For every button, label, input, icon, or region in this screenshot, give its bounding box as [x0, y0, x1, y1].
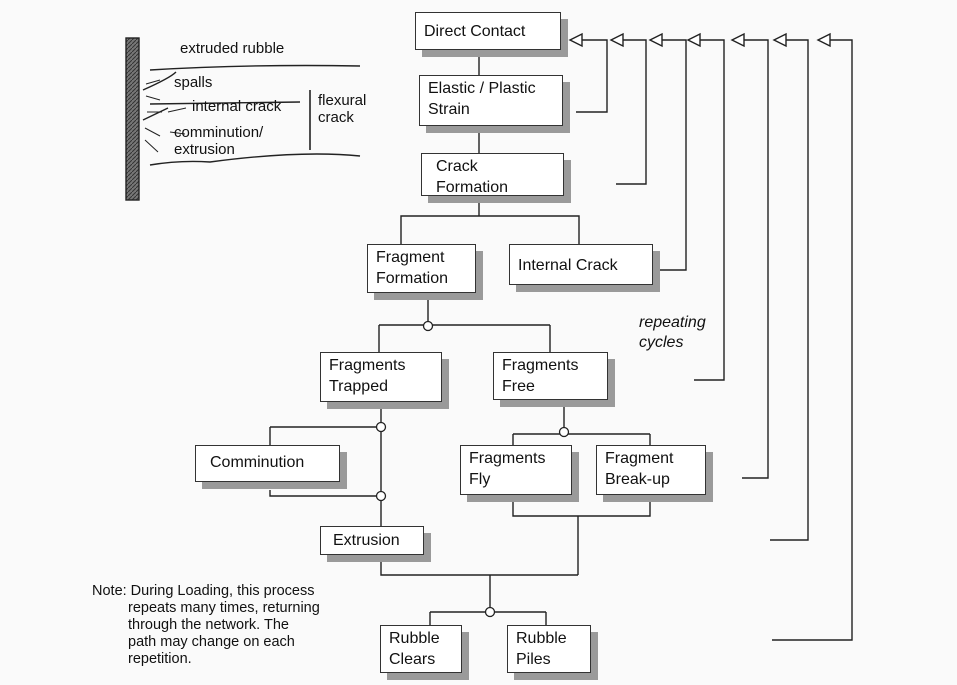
- box-direct-contact: Direct Contact: [415, 12, 561, 50]
- junction-node: [375, 421, 387, 433]
- label-comminution-extrusion: comminution/ extrusion: [174, 124, 264, 158]
- box-fragments-trapped: Fragments Trapped: [320, 352, 442, 402]
- label-flexural-crack: flexural crack: [318, 92, 367, 126]
- junction-node: [484, 606, 496, 618]
- box-rubble-clears: Rubble Clears: [380, 625, 462, 673]
- return-path-4: [694, 39, 725, 381]
- return-path-5: [742, 39, 769, 479]
- return-path-7: [772, 39, 853, 641]
- junction-node: [558, 426, 570, 438]
- box-internal-crack: Internal Crack: [509, 244, 653, 285]
- note-rest: repeats many times, returning through th…: [128, 600, 320, 667]
- box-extrusion: Extrusion: [320, 526, 424, 555]
- return-path-2: [616, 39, 647, 185]
- box-fragments-free: Fragments Free: [493, 352, 608, 400]
- spall-crack: [142, 71, 177, 121]
- arrowhead: [730, 32, 745, 48]
- ice-top-line: [149, 64, 361, 71]
- note-text: Note: During Loading, this process repea…: [92, 583, 382, 668]
- box-elastic-plastic-strain: Elastic / Plastic Strain: [419, 75, 563, 126]
- return-path-3: [660, 39, 687, 271]
- arrowhead: [816, 32, 831, 48]
- box-comminution: Comminution: [195, 445, 340, 482]
- note-first-line: Note: During Loading, this process: [92, 583, 315, 599]
- junction-node: [375, 490, 387, 502]
- box-fragment-break-up: Fragment Break-up: [596, 445, 706, 495]
- return-path-6: [770, 39, 809, 541]
- box-crack-formation: Crack Formation: [421, 153, 564, 196]
- arrowhead: [648, 32, 663, 48]
- label-spalls: spalls: [174, 74, 213, 91]
- arrowhead: [568, 32, 583, 48]
- arrowhead: [772, 32, 787, 48]
- crack-line: [149, 101, 301, 105]
- structure-wall: [125, 37, 140, 201]
- label-repeating-cycles: repeating cycles: [639, 314, 706, 351]
- box-fragments-fly: Fragments Fly: [460, 445, 572, 495]
- arrowhead: [686, 32, 701, 48]
- return-path-1: [576, 39, 608, 113]
- ice-bottom-line: [149, 153, 361, 166]
- box-fragment-formation: Fragment Formation: [367, 244, 476, 293]
- box-rubble-piles: Rubble Piles: [507, 625, 591, 673]
- label-extruded-rubble: extruded rubble: [180, 40, 285, 57]
- label-internal-crack: internal crack: [192, 98, 282, 115]
- arrowhead: [609, 32, 624, 48]
- junction-node: [422, 320, 434, 332]
